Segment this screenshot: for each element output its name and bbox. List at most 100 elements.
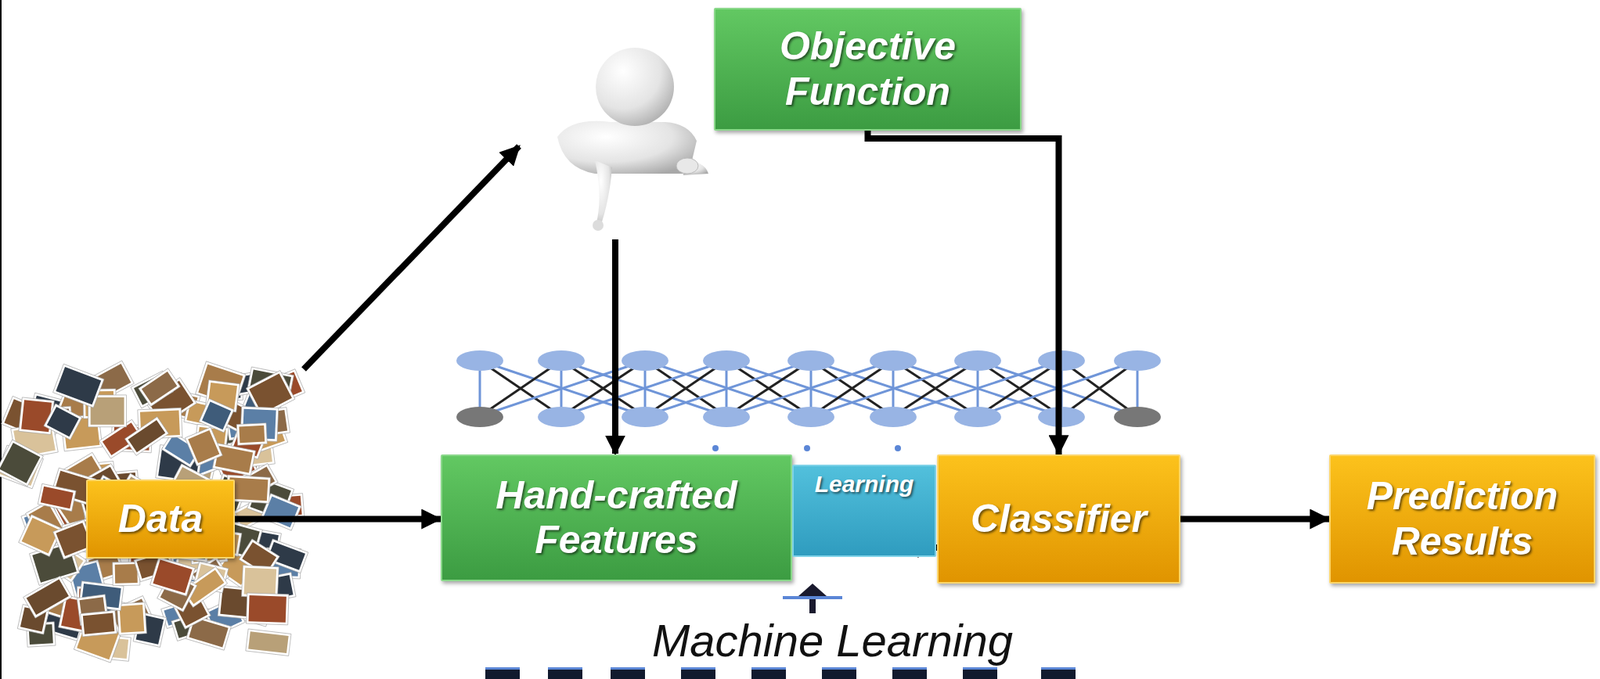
photo-image (152, 559, 192, 594)
neural-network (456, 350, 1161, 452)
node-label: Learning (814, 471, 915, 499)
objective-box: Objective Function (713, 7, 1022, 131)
photo-image (244, 568, 278, 597)
net-neuron (1113, 407, 1161, 428)
data-box: Data (86, 479, 235, 559)
photo-frame (124, 417, 169, 457)
photo-frame (37, 483, 76, 512)
photo (138, 368, 181, 408)
bottom-block-edge (821, 667, 857, 671)
bottom-block-edge (892, 667, 927, 671)
photo-image (55, 367, 101, 405)
photo (236, 423, 267, 447)
features-box: Hand-crafted Features (440, 454, 793, 582)
node-label: Classifier (970, 497, 1147, 543)
photo (124, 417, 169, 457)
photo (150, 557, 196, 597)
bottom-block-edge (1041, 667, 1076, 671)
node-label: Data (118, 497, 203, 543)
net-neuron (869, 350, 917, 372)
net-neuron (537, 350, 585, 372)
net-neuron (702, 407, 750, 428)
photo (245, 593, 289, 626)
photo (116, 602, 147, 636)
photo-image (248, 631, 289, 654)
bottom-block-edge (485, 667, 520, 671)
flow-arrow (1180, 516, 1330, 523)
net-neuron (787, 407, 835, 428)
person-figure (557, 47, 709, 231)
photo-image (82, 613, 115, 635)
photo (23, 576, 73, 619)
photo-frame (245, 629, 292, 656)
up-arrow (782, 583, 843, 614)
data-to-person-arrow (303, 146, 519, 370)
photo-frame (116, 602, 147, 636)
photo-frame (80, 610, 118, 638)
bottom-blocks (485, 667, 1076, 679)
bottom-block-edge (751, 667, 786, 671)
net-neuron (954, 350, 1002, 372)
photo (80, 610, 118, 638)
photo (43, 403, 83, 440)
photo (53, 363, 105, 408)
classifier-box: Classifier (936, 454, 1181, 584)
photo (184, 427, 223, 467)
node-label: Hand-crafted Features (442, 473, 791, 564)
photo-frame (43, 403, 83, 440)
photo-frame (245, 593, 289, 626)
bottom-block (610, 669, 646, 679)
node-label: Prediction Results (1330, 474, 1594, 565)
photo-image (119, 605, 145, 634)
bottom-block (547, 669, 583, 679)
bottom-block (1041, 669, 1076, 679)
photo-image (248, 595, 287, 624)
photo-image (26, 580, 69, 617)
net-neuron (787, 350, 835, 372)
net-neuron (1113, 350, 1161, 372)
photo-image (141, 371, 177, 404)
photo-image (21, 518, 60, 555)
net-neuron (621, 350, 669, 372)
prediction-box: Prediction Results (1329, 454, 1596, 584)
bottom-block-edge (547, 667, 583, 671)
bottom-block (892, 669, 927, 679)
net-neuron (621, 407, 669, 428)
net-neuron (954, 407, 1002, 428)
photo (245, 629, 292, 656)
bottom-block (962, 669, 998, 679)
photo-image (187, 430, 220, 464)
bottom-block (751, 669, 786, 679)
photo-image (115, 564, 138, 584)
net-neuron (537, 407, 585, 428)
bottom-block (485, 669, 520, 679)
photo-image (215, 446, 253, 474)
photo-image (201, 401, 231, 430)
photo (37, 483, 76, 512)
photo-frame (138, 368, 181, 408)
net-neuron (869, 407, 917, 428)
photo-image (46, 407, 80, 437)
photo-image (40, 486, 74, 509)
node-label: Objective Function (715, 24, 1020, 115)
photo-collage (0, 360, 309, 664)
photo-image (0, 443, 40, 484)
flow-arrow (234, 516, 441, 523)
flow-arrow (868, 130, 1060, 455)
net-dot (894, 445, 901, 452)
person-to-features-arrow (612, 239, 619, 455)
photo-frame (53, 363, 105, 408)
photo (198, 398, 235, 433)
learning-box: Learning (792, 464, 937, 558)
bottom-block-edge (681, 667, 716, 671)
net-dot (712, 445, 719, 452)
net-neuron (702, 350, 750, 372)
section-label: Machine Learning (652, 618, 1013, 664)
photo-frame (198, 398, 235, 433)
photo-image (128, 420, 166, 453)
photo-frame (23, 576, 73, 619)
bottom-block (681, 669, 716, 679)
net-neuron (456, 407, 504, 428)
net-dot (803, 445, 811, 452)
photo (0, 439, 44, 487)
